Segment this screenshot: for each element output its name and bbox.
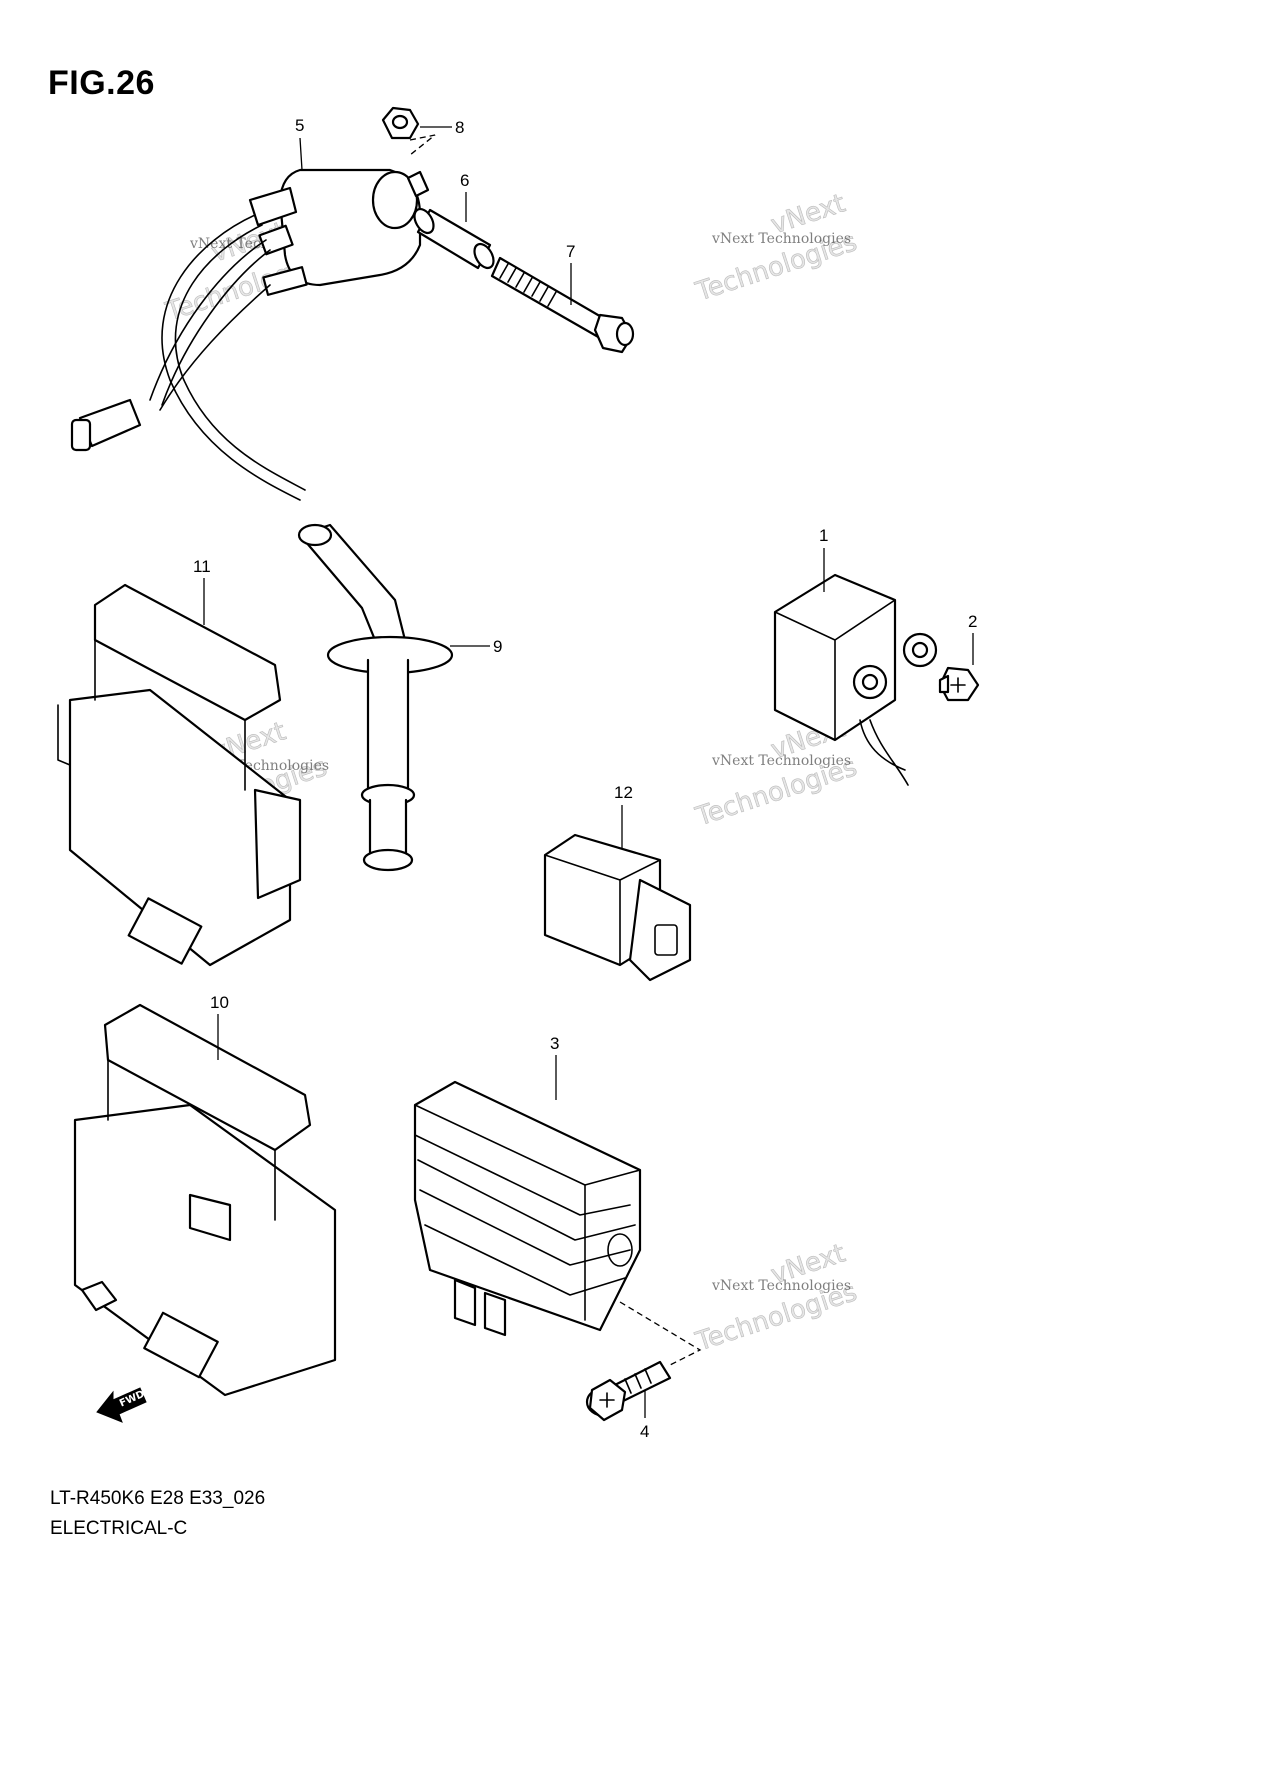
callout-11: 11 (193, 557, 211, 625)
model-code: LT-R450K6 E28 E33_026 (50, 1488, 266, 1509)
watermark-6: Technologies vNext vNext Technologies (691, 1238, 861, 1358)
bolt-part-4 (585, 1301, 702, 1422)
svg-text:6: 6 (460, 171, 469, 190)
svg-text:vNext Technologies: vNext Technologies (711, 1278, 851, 1294)
callout-7: 7 (566, 242, 575, 305)
bolt-part-2 (938, 666, 980, 702)
callout-3: 3 (550, 1034, 559, 1100)
svg-text:3: 3 (550, 1034, 559, 1053)
svg-text:1: 1 (819, 526, 828, 545)
spark-plug-cap-part-9 (297, 523, 454, 872)
svg-text:10: 10 (210, 993, 229, 1012)
section-name: ELECTRICAL-C (50, 1518, 188, 1539)
callout-4: 4 (640, 1390, 649, 1441)
spacer-part-6 (413, 207, 495, 270)
relay-part-12 (543, 833, 692, 982)
bolt-part-7 (490, 256, 635, 354)
svg-text:2: 2 (968, 612, 977, 631)
callout-9: 9 (450, 637, 502, 656)
svg-text:vNext Technologies: vNext Technologies (711, 231, 851, 247)
regulator-part-3 (413, 1080, 642, 1337)
forward-arrow-icon: FWD (96, 1387, 147, 1423)
figure-title: FIG.26 (48, 64, 155, 102)
callout-6: 6 (460, 171, 469, 222)
starter-relay-part-1 (773, 573, 938, 786)
nut-part-8 (381, 106, 420, 140)
ecm-part-11 (57, 583, 302, 967)
callout-10: 10 (210, 993, 229, 1060)
callout-1: 1 (819, 526, 828, 592)
svg-text:12: 12 (614, 783, 633, 802)
callout-2: 2 (968, 612, 977, 665)
svg-text:7: 7 (566, 242, 575, 261)
watermark-2: Technologies vNext vNext Technologies (691, 188, 861, 308)
svg-text:8: 8 (455, 118, 464, 137)
callout-8: 8 (409, 118, 464, 156)
svg-text:9: 9 (493, 637, 502, 656)
svg-text:5: 5 (295, 116, 304, 135)
svg-text:vNext Technologies: vNext Technologies (711, 753, 851, 769)
svg-text:11: 11 (193, 557, 211, 576)
ecm-part-10 (73, 1003, 337, 1397)
svg-text:4: 4 (640, 1422, 649, 1441)
callout-5: 5 (295, 116, 304, 171)
callout-12: 12 (614, 783, 633, 848)
ignition-coil-part-5 (70, 168, 430, 501)
